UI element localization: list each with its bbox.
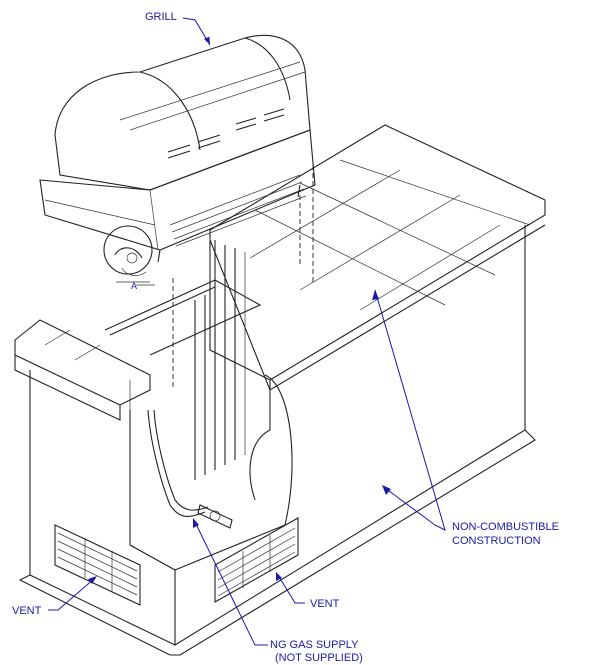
label-non-combustible-1: NON-COMBUSTIBLE bbox=[452, 521, 559, 533]
label-vent-left: VENT bbox=[12, 605, 42, 617]
label-grill: GRILL bbox=[145, 11, 177, 23]
cutout-rails bbox=[129, 240, 246, 510]
main-cabinet bbox=[174, 225, 526, 646]
label-gas-supply-2: (NOT SUPPLIED) bbox=[275, 652, 363, 664]
alignment-lines bbox=[172, 165, 314, 390]
front-panel-slots bbox=[169, 174, 307, 247]
label-detail-a: A bbox=[131, 281, 137, 291]
leader-lines bbox=[48, 17, 446, 646]
hood-vents bbox=[167, 108, 285, 159]
access-opening bbox=[174, 374, 293, 571]
label-vent-right: VENT bbox=[310, 598, 340, 610]
island bbox=[14, 124, 546, 656]
vent-right-grille bbox=[214, 517, 299, 603]
grill bbox=[39, 34, 316, 283]
vent-left-grille bbox=[54, 524, 141, 606]
label-gas-supply-1: NG GAS SUPPLY bbox=[270, 639, 359, 651]
detail-a-circle bbox=[103, 225, 153, 275]
countertop bbox=[209, 124, 546, 381]
gas-pipe bbox=[147, 409, 233, 529]
left-cabinet bbox=[29, 370, 176, 646]
label-non-combustible-2: CONSTRUCTION bbox=[452, 535, 541, 547]
